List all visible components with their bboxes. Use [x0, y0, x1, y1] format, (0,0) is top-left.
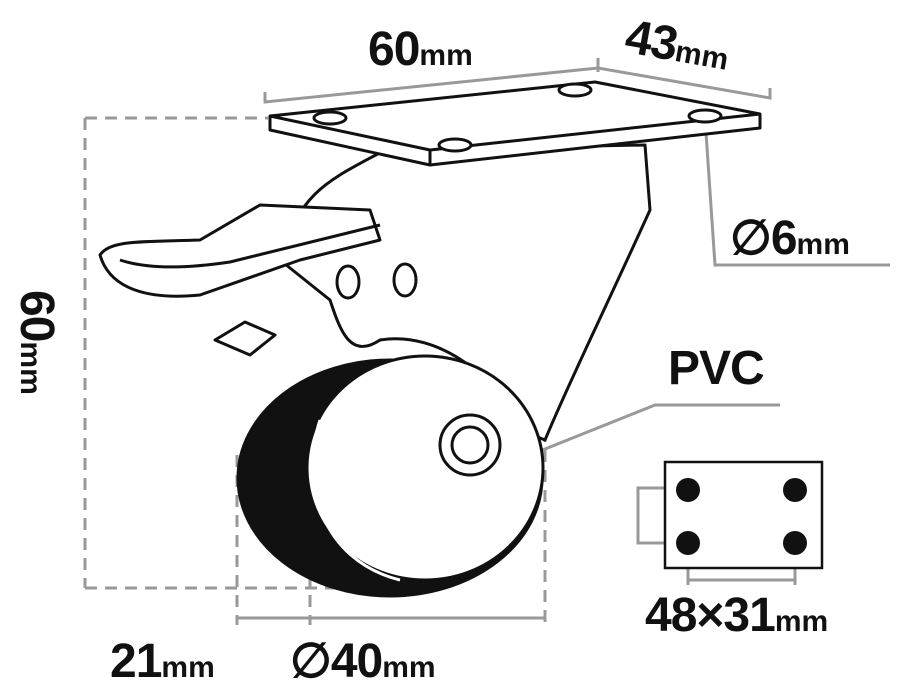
hole-diameter-label: ∅6mm: [730, 212, 850, 265]
plate-length-label: 60mm: [368, 23, 473, 76]
hole-spacing-label: 48×31mm: [645, 589, 829, 642]
wheel-diameter-label: ∅40mm: [290, 635, 436, 688]
hole-pattern: [663, 460, 824, 570]
dimension-lines: [237, 58, 890, 620]
total-height-label: 60mm: [10, 290, 63, 395]
caster-body: [98, 80, 762, 598]
wheel-width-label: 21mm: [110, 635, 215, 688]
material-label: PVC: [668, 342, 765, 395]
